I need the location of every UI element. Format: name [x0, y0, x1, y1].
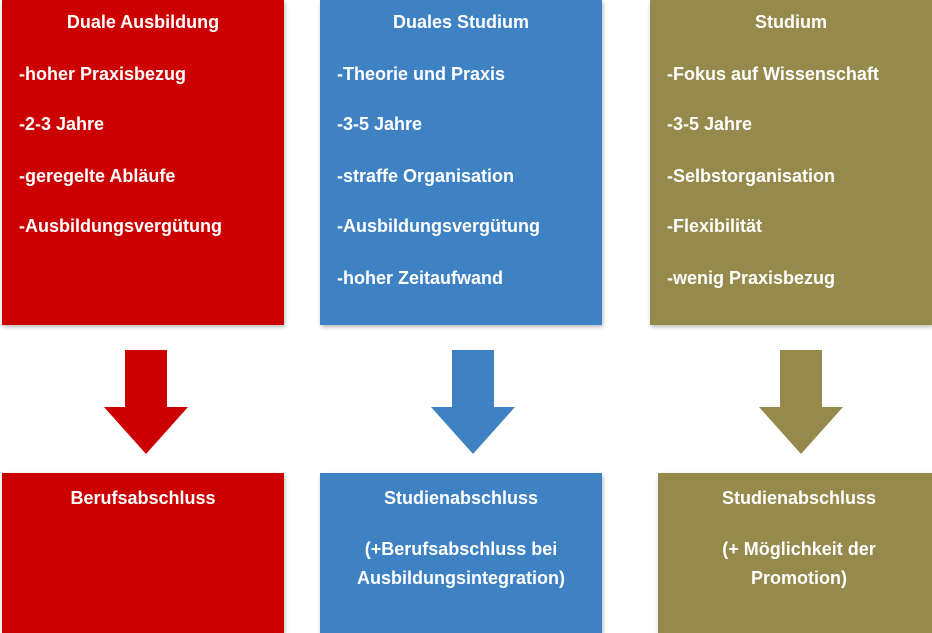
studienabschluss-dual-title: Studienabschluss	[383, 488, 539, 508]
studium-point-1: -Fokus auf Wissenschaft	[667, 64, 879, 84]
studienabschluss-studium-title: Studienabschluss	[721, 488, 877, 508]
studienabschluss-studium-note-line-1: (+ Möglichkeit der	[722, 539, 876, 559]
duales-studium-box: Duales Studium -Theorie und Praxis -3-5 …	[320, 0, 602, 325]
studium-point-5: -wenig Praxisbezug	[667, 268, 836, 288]
studienabschluss-dual-box: Studienabschluss (+Berufsabschluss bei A…	[320, 473, 602, 633]
duale-ausbildung-box: Duale Ausbildung -hoher Praxisbezug -2-3…	[2, 0, 284, 325]
duale-ausbildung-point-4: -Ausbildungsvergütung	[19, 216, 222, 236]
studium-point-2: -3-5 Jahre	[667, 114, 753, 134]
duales-studium-point-5: -hoher Zeitaufwand	[337, 268, 503, 288]
duale-ausbildung-point-2: -2-3 Jahre	[19, 114, 105, 134]
duales-studium-point-4: -Ausbildungsvergütung	[337, 216, 540, 236]
studium-point-4: -Flexibilität	[667, 216, 763, 236]
berufsabschluss-title: Berufsabschluss	[70, 488, 216, 508]
duale-ausbildung-point-3: -geregelte Abläufe	[19, 166, 176, 186]
studienabschluss-studium-note-line-2: Promotion)	[751, 568, 847, 588]
studienabschluss-studium-box: Studienabschluss (+ Möglichkeit der Prom…	[658, 473, 932, 633]
berufsabschluss-box: Berufsabschluss	[2, 473, 284, 633]
studium-box: Studium -Fokus auf Wissenschaft -3-5 Jah…	[650, 0, 932, 325]
down-arrow-icon-ausbildung	[104, 350, 188, 454]
duale-ausbildung-title: Duale Ausbildung	[66, 12, 220, 32]
studienabschluss-dual-note-line-2: Ausbildungsintegration)	[357, 568, 565, 588]
studienabschluss-dual-note-line-1: (+Berufsabschluss bei	[364, 539, 558, 559]
duales-studium-point-1: -Theorie und Praxis	[337, 64, 506, 84]
down-arrow-icon-studium	[759, 350, 843, 454]
down-arrow-icon-duales-studium	[431, 350, 515, 454]
duale-ausbildung-point-1: -hoher Praxisbezug	[19, 64, 187, 84]
studium-point-3: -Selbstorganisation	[667, 166, 836, 186]
duales-studium-point-2: -3-5 Jahre	[337, 114, 423, 134]
studium-title: Studium	[755, 12, 827, 32]
duales-studium-point-3: -straffe Organisation	[337, 166, 515, 186]
duales-studium-title: Duales Studium	[392, 12, 530, 32]
